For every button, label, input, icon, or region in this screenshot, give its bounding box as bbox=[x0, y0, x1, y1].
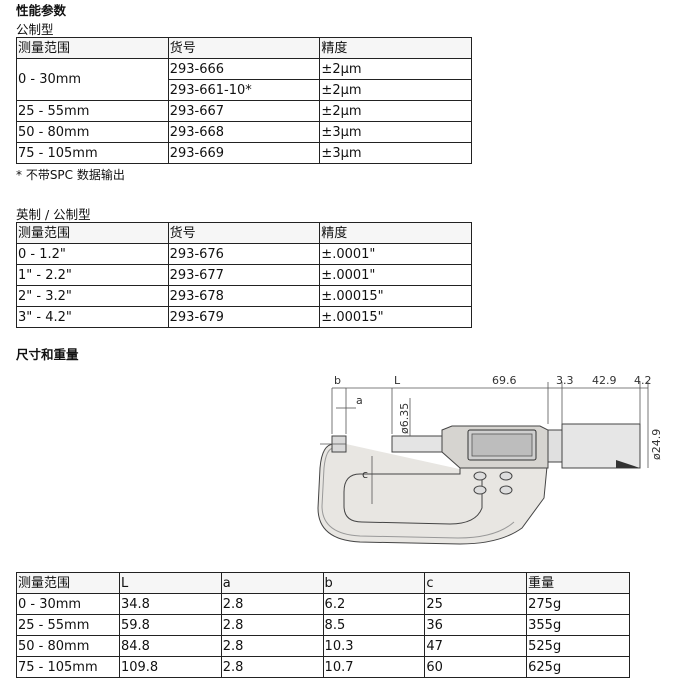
code-cell: 293-668 bbox=[167, 121, 321, 143]
dim-4-2: 4.2 bbox=[634, 374, 652, 387]
accuracy-cell: ±3µm bbox=[319, 142, 472, 164]
table-row: 25 - 55mm 293-667 ±2µm bbox=[16, 100, 472, 122]
header-range: 测量范围 bbox=[16, 222, 169, 244]
header-range: 测量范围 bbox=[16, 572, 120, 594]
header-accuracy: 精度 bbox=[319, 222, 472, 244]
range-cell: 50 - 80mm bbox=[16, 121, 169, 143]
cell: 0 - 30mm bbox=[16, 593, 120, 615]
accuracy-cell: ±.0001" bbox=[319, 243, 472, 265]
table-row: 50 - 80mm 84.8 2.8 10.3 47 525g bbox=[16, 635, 630, 657]
header-code: 货号 bbox=[167, 37, 321, 59]
range-cell: 75 - 105mm bbox=[16, 142, 169, 164]
table-row: 50 - 80mm 293-668 ±3µm bbox=[16, 121, 472, 143]
dim-69-6: 69.6 bbox=[492, 374, 517, 387]
section2-subtitle: 英制 / 公制型 bbox=[16, 207, 91, 222]
header-weight: 重量 bbox=[526, 572, 630, 594]
label-L: L bbox=[394, 374, 401, 387]
cell: 25 bbox=[424, 593, 528, 615]
dim-thimble-dia: ø24.9 bbox=[650, 429, 663, 460]
cell: 75 - 105mm bbox=[16, 656, 120, 678]
header-code: 货号 bbox=[167, 222, 321, 244]
accuracy-cell: ±.0001" bbox=[319, 264, 472, 286]
section1-subtitle: 公制型 bbox=[16, 22, 54, 37]
header-a: a bbox=[220, 572, 324, 594]
cell: 355g bbox=[526, 614, 630, 636]
label-a: a bbox=[356, 394, 363, 407]
cell: 6.2 bbox=[322, 593, 426, 615]
header-c: c bbox=[424, 572, 528, 594]
cell: 84.8 bbox=[118, 635, 222, 657]
header-accuracy: 精度 bbox=[319, 37, 472, 59]
accuracy-cell: ±.00015" bbox=[319, 285, 472, 307]
table-row: 1" - 2.2" 293-677 ±.0001" bbox=[16, 264, 472, 286]
table-row: 3" - 4.2" 293-679 ±.00015" bbox=[16, 306, 472, 328]
inch-spec-table: 测量范围 货号 精度 0 - 1.2" 293-676 ±.0001" 1" -… bbox=[16, 222, 472, 328]
table-header-row: 测量范围 货号 精度 bbox=[16, 37, 472, 59]
accuracy-cell: ±2µm bbox=[319, 58, 472, 80]
cell: 2.8 bbox=[220, 656, 324, 678]
dim-42-9: 42.9 bbox=[592, 374, 617, 387]
section1-title: 性能参数 bbox=[16, 3, 67, 18]
code-cell: 293-667 bbox=[167, 100, 321, 122]
table-row: 75 - 105mm 109.8 2.8 10.7 60 625g bbox=[16, 656, 630, 678]
header-range: 测量范围 bbox=[16, 37, 169, 59]
accuracy-cell: ±2µm bbox=[319, 79, 472, 101]
code-cell: 293-678 bbox=[167, 285, 321, 307]
table-row: 75 - 105mm 293-669 ±3µm bbox=[16, 142, 472, 164]
table-row: 0 - 1.2" 293-676 ±.0001" bbox=[16, 243, 472, 265]
table-row: 0 - 30mm 293-666 ±2µm bbox=[16, 58, 472, 101]
code-cell: 293-661-10* bbox=[167, 79, 321, 101]
cell: 525g bbox=[526, 635, 630, 657]
cell: 2.8 bbox=[220, 614, 324, 636]
range-cell: 0 - 30mm bbox=[16, 58, 169, 101]
accuracy-cell: ±3µm bbox=[319, 121, 472, 143]
cell: 275g bbox=[526, 593, 630, 615]
dim-spindle-dia: ø6.35 bbox=[398, 403, 411, 434]
cell: 50 - 80mm bbox=[16, 635, 120, 657]
header-L: L bbox=[118, 572, 222, 594]
code-cell: 293-669 bbox=[167, 142, 321, 164]
header-b: b bbox=[322, 572, 426, 594]
accuracy-cell: ±.00015" bbox=[319, 306, 472, 328]
micrometer-drawing: b L a c 69.6 3.3 42.9 4.2 ø6.35 ø24.9 bbox=[317, 374, 663, 545]
table-row: 0 - 30mm 34.8 2.8 6.2 25 275g bbox=[16, 593, 630, 615]
cell: 10.7 bbox=[322, 656, 426, 678]
cell: 25 - 55mm bbox=[16, 614, 120, 636]
dim-3-3: 3.3 bbox=[556, 374, 574, 387]
range-cell: 0 - 1.2" bbox=[16, 243, 169, 265]
cell: 109.8 bbox=[118, 656, 222, 678]
section3-title: 尺寸和重量 bbox=[16, 347, 79, 362]
cell: 2.8 bbox=[220, 593, 324, 615]
footnote: * 不带SPC 数据输出 bbox=[16, 168, 125, 182]
dimension-weight-table: 测量范围 L a b c 重量 0 - 30mm 34.8 2.8 6.2 25… bbox=[16, 572, 630, 678]
range-cell: 25 - 55mm bbox=[16, 100, 169, 122]
label-b: b bbox=[334, 374, 341, 387]
label-c: c bbox=[362, 468, 368, 481]
metric-spec-table: 测量范围 货号 精度 0 - 30mm 293-666 ±2µm 293-661… bbox=[16, 37, 472, 164]
code-cell: 293-679 bbox=[167, 306, 321, 328]
range-cell: 2" - 3.2" bbox=[16, 285, 169, 307]
table-header-row: 测量范围 L a b c 重量 bbox=[16, 572, 630, 594]
cell: 34.8 bbox=[118, 593, 222, 615]
cell: 8.5 bbox=[322, 614, 426, 636]
table-header-row: 测量范围 货号 精度 bbox=[16, 222, 472, 244]
cell: 59.8 bbox=[118, 614, 222, 636]
table-row: 25 - 55mm 59.8 2.8 8.5 36 355g bbox=[16, 614, 630, 636]
code-cell: 293-676 bbox=[167, 243, 321, 265]
cell: 47 bbox=[424, 635, 528, 657]
accuracy-cell: ±2µm bbox=[319, 100, 472, 122]
cell: 625g bbox=[526, 656, 630, 678]
code-cell: 293-677 bbox=[167, 264, 321, 286]
cell: 10.3 bbox=[322, 635, 426, 657]
range-cell: 3" - 4.2" bbox=[16, 306, 169, 328]
cell: 60 bbox=[424, 656, 528, 678]
table-row: 2" - 3.2" 293-678 ±.00015" bbox=[16, 285, 472, 307]
range-cell: 1" - 2.2" bbox=[16, 264, 169, 286]
cell: 2.8 bbox=[220, 635, 324, 657]
cell: 36 bbox=[424, 614, 528, 636]
code-cell: 293-666 bbox=[167, 58, 321, 80]
